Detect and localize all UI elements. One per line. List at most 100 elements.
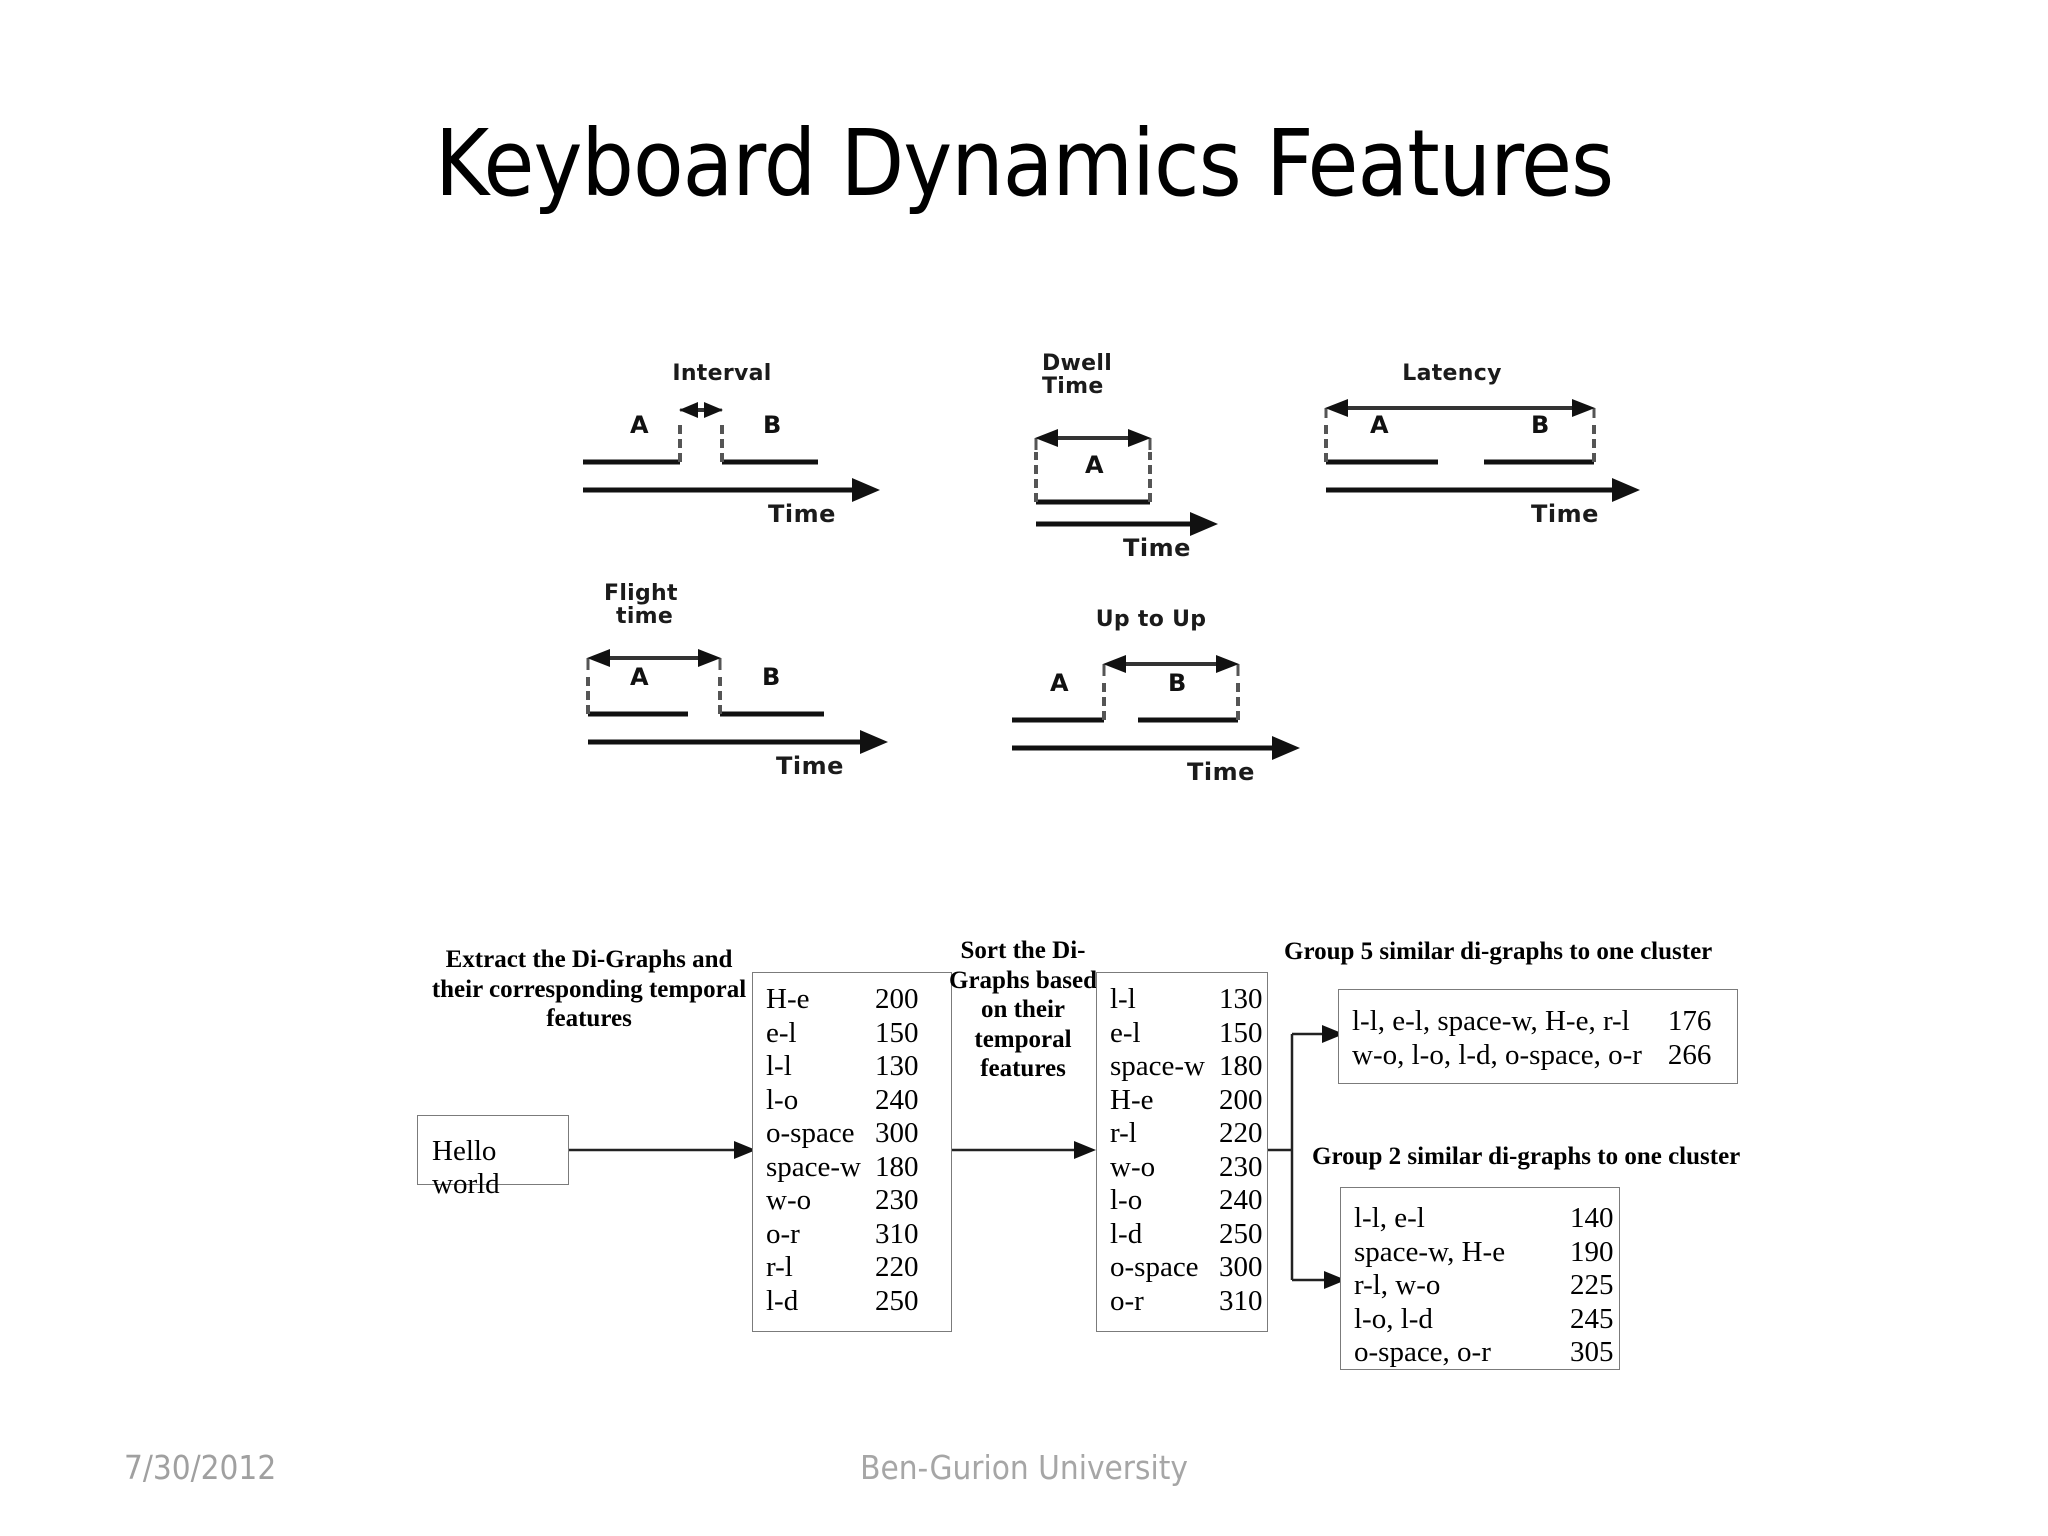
footer-date: 7/30/2012 — [124, 1448, 277, 1487]
diagram-flight-time: Flight time A B Time — [580, 582, 920, 832]
table-row: l-o 240 — [1110, 1184, 1263, 1218]
input-text-box-label: Hello world — [432, 1135, 500, 1200]
value-cell: 150 — [1219, 1016, 1263, 1049]
digraph-cell: H-e — [1110, 1083, 1154, 1116]
digraph-cell: space-w — [1110, 1050, 1206, 1083]
digraph-cell: o-space, o-r — [1354, 1336, 1491, 1369]
group2-cluster-box — [1340, 1187, 1620, 1370]
diagram-flight-time-key-b: B — [762, 663, 781, 691]
timing-diagrams-figure: Interval A B Time Dwell Time A — [580, 352, 1730, 850]
diagram-dwell-time-graphic — [1034, 429, 1218, 536]
table-row: o-r 310 — [1110, 1285, 1263, 1319]
diagram-flight-time-key-a: A — [630, 663, 649, 691]
diagram-up-to-up-graphic — [1012, 655, 1300, 760]
value-cell: 180 — [1219, 1050, 1263, 1083]
sorted-table-box — [1096, 972, 1268, 1332]
group5-caption: Group 5 similar di-graphs to one cluster — [1284, 938, 1713, 965]
value-cell: 310 — [875, 1217, 919, 1250]
value-cell: 300 — [875, 1117, 919, 1150]
diagram-flight-time-label-line2: time — [616, 604, 674, 630]
diagram-up-to-up-key-a: A — [1050, 669, 1069, 697]
digraph-cell: w-o, l-o, l-d, o-space, o-r — [1352, 1038, 1642, 1071]
digraph-cell: H-e — [766, 983, 810, 1016]
diagram-dwell-time-label-line1: Dwell — [1042, 351, 1113, 376]
diagram-flight-time-label: Flight time — [604, 582, 714, 628]
value-cell: 230 — [875, 1184, 919, 1217]
diagram-flight-time-axis-label: Time — [776, 752, 844, 780]
table-row: o-r 310 — [766, 1218, 919, 1252]
digraph-cell: l-l — [1110, 983, 1136, 1016]
value-cell: 190 — [1570, 1235, 1614, 1268]
digraph-cell: e-l — [1110, 1016, 1141, 1049]
flow-connectors — [568, 1025, 1346, 1289]
diagram-flight-time-label-line1: Flight — [604, 581, 678, 606]
value-cell: 130 — [875, 1050, 919, 1083]
diagram-latency-graphic — [1324, 399, 1640, 502]
diagram-latency: Latency A B Time — [1318, 362, 1678, 600]
diagram-up-to-up: Up to Up A B Time — [1012, 608, 1352, 836]
group5-cluster-box — [1338, 989, 1738, 1084]
table-row: o-space, o-r 305 — [1354, 1336, 1614, 1370]
diagram-interval-axis-label: Time — [768, 500, 836, 528]
digraph-cell: e-l — [766, 1016, 797, 1049]
diagram-up-to-up-label: Up to Up — [1095, 607, 1207, 632]
value-cell: 250 — [1219, 1217, 1263, 1250]
digraph-cell: l-l — [766, 1050, 792, 1083]
diagram-interval-key-b: B — [763, 411, 782, 439]
digraph-cell: space-w, H-e — [1354, 1235, 1506, 1268]
table-row: l-o, l-d 245 — [1354, 1303, 1614, 1337]
table-row: space-w, H-e 190 — [1354, 1236, 1614, 1270]
value-cell: 305 — [1570, 1336, 1614, 1369]
flow-step1-caption: Extract the Di-Graphs and their correspo… — [431, 946, 747, 1032]
value-cell: 220 — [875, 1251, 919, 1284]
group2-cluster-table: l-l, e-l 140 space-w, H-e 190 r-l, w-o 2… — [1354, 1202, 1614, 1370]
value-cell: 300 — [1219, 1251, 1263, 1284]
table-row: l-l, e-l, space-w, H-e, r-l 176 — [1352, 1005, 1711, 1039]
digraph-cell: l-l, e-l, space-w, H-e, r-l — [1352, 1005, 1630, 1038]
digraph-cell: l-o — [1110, 1184, 1143, 1217]
digraph-cell: l-d — [1110, 1217, 1143, 1250]
footer-organization: Ben-Gurion University — [860, 1448, 1188, 1487]
value-cell: 150 — [875, 1016, 919, 1049]
digraph-cell: o-space — [1110, 1251, 1199, 1284]
flow-step2-caption: Sort the Di-Graphs based on their tempor… — [949, 937, 1097, 1082]
digraph-cell: l-d — [766, 1284, 799, 1317]
value-cell: 250 — [875, 1284, 919, 1317]
value-cell: 240 — [1219, 1184, 1263, 1217]
value-cell: 200 — [875, 983, 919, 1016]
value-cell: 266 — [1667, 1038, 1712, 1071]
digraph-cell: r-l — [1110, 1117, 1137, 1150]
value-cell: 140 — [1570, 1202, 1614, 1235]
page-title: Keyboard Dynamics Features — [434, 110, 1614, 217]
table-row: r-l 220 — [1110, 1117, 1263, 1151]
value-cell: 176 — [1667, 1005, 1712, 1038]
digraph-table: H-e 200 e-l 150 l-l 130 l-o 240 o-space … — [766, 983, 919, 1318]
digraph-cell: l-o, l-d — [1354, 1302, 1433, 1335]
value-cell: 240 — [875, 1083, 919, 1116]
diagram-interval-label: Interval — [672, 361, 772, 386]
group2-caption: Group 2 similar di-graphs to one cluster — [1312, 1143, 1741, 1170]
value-cell: 230 — [1219, 1150, 1263, 1183]
table-row: H-e 200 — [1110, 1084, 1263, 1118]
table-row: w-o 230 — [766, 1184, 919, 1218]
table-row: o-space 300 — [1110, 1251, 1263, 1285]
digraph-cell: o-r — [1110, 1284, 1144, 1317]
table-row: l-o 240 — [766, 1084, 919, 1118]
table-row: r-l 220 — [766, 1251, 919, 1285]
diagram-dwell-time-label-line2: Time — [1042, 374, 1104, 400]
diagram-interval: Interval A B Time — [580, 362, 900, 600]
table-row: l-l, e-l 140 — [1354, 1202, 1614, 1236]
digraph-table-box — [752, 972, 952, 1332]
diagram-latency-key-b: B — [1531, 411, 1550, 439]
input-text-box[interactable]: Hello world — [417, 1115, 569, 1200]
table-row: l-d 250 — [1110, 1218, 1263, 1252]
digraph-cell: o-r — [766, 1217, 800, 1250]
digraph-cell: w-o — [1110, 1150, 1156, 1183]
table-row: l-d 250 — [766, 1285, 919, 1319]
diagram-up-to-up-axis-label: Time — [1187, 758, 1255, 786]
table-row: r-l, w-o 225 — [1354, 1269, 1614, 1303]
digraph-cell: space-w — [766, 1150, 862, 1183]
value-cell: 245 — [1570, 1302, 1614, 1335]
table-row: w-o, l-o, l-d, o-space, o-r 266 — [1352, 1039, 1711, 1073]
diagram-interval-key-a: A — [630, 411, 649, 439]
